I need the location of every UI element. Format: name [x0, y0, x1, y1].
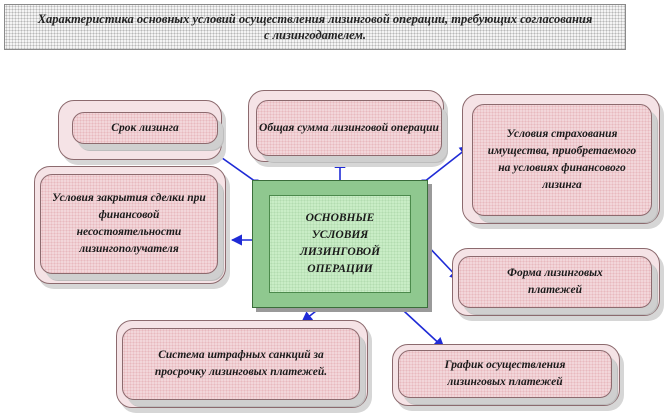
- node-insurance-label: Условия страхования имущества, приобрета…: [487, 128, 637, 191]
- node-payment-form: Форма лизинговых платежей: [458, 256, 652, 308]
- center-node-label: ОСНОВНЫЕ УСЛОВИЯ ЛИЗИНГОВОЙ ОПЕРАЦИИ: [299, 212, 381, 275]
- node-lease-term-label: Срок лизинга: [111, 121, 179, 134]
- node-payment-form-label: Форма лизинговых платежей: [507, 267, 603, 296]
- node-penalty-system-label: Система штрафных санкций за просрочку ли…: [154, 349, 328, 378]
- node-payment-schedule: График осуществления лизинговых платежей: [398, 350, 612, 398]
- node-penalty-system: Система штрафных санкций за просрочку ли…: [122, 328, 360, 400]
- center-node: ОСНОВНЫЕ УСЛОВИЯ ЛИЗИНГОВОЙ ОПЕРАЦИИ: [269, 195, 411, 293]
- node-total-sum: Общая сумма лизинговой операции: [256, 100, 442, 156]
- node-lease-term: Срок лизинга: [72, 112, 218, 144]
- node-payment-schedule-label: График осуществления лизинговых платежей: [444, 359, 566, 388]
- node-insurance: Условия страхования имущества, приобрета…: [472, 104, 652, 216]
- center-node-frame: ОСНОВНЫЕ УСЛОВИЯ ЛИЗИНГОВОЙ ОПЕРАЦИИ: [252, 180, 428, 308]
- node-closing-terms: Условия закрытия сделки при финансовой н…: [40, 174, 218, 274]
- node-closing-terms-label: Условия закрытия сделки при финансовой н…: [52, 192, 206, 255]
- diagram-title-box: Характеристика основных условий осуществ…: [4, 4, 626, 50]
- diagram-title: Характеристика основных условий осуществ…: [37, 12, 593, 42]
- node-total-sum-label: Общая сумма лизинговой операции: [259, 121, 439, 134]
- arrow-to-payment-schedule: [391, 299, 445, 349]
